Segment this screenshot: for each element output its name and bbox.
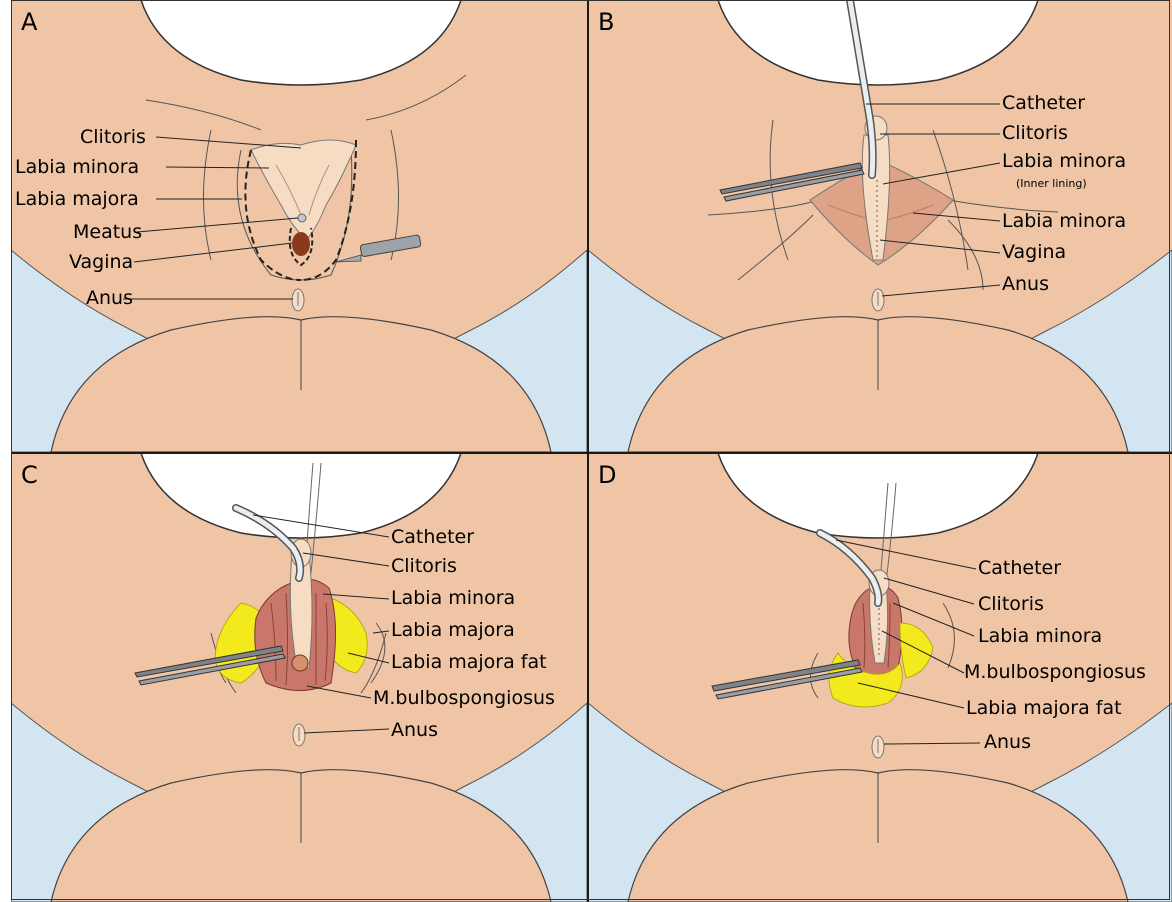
label-catheter: Catheter [391,528,474,547]
label-anus: Anus [391,721,438,740]
label-labia-minora-inner: Labia minora [1002,152,1126,171]
panel-divider-vertical [587,0,589,902]
panel-b-letter: B [598,10,614,34]
label-clitoris: Clitoris [1002,124,1068,143]
label-clitoris: Clitoris [80,128,146,147]
panel-divider-horizontal [11,452,1172,454]
panel-c-illustration [11,453,587,902]
panel-c: C Catheter Clitoris Labia minora Labia m… [11,453,587,902]
label-vagina: Vagina [69,253,133,272]
label-labia-majora-fat: Labia majora fat [391,653,547,672]
panel-c-letter: C [21,463,38,487]
label-anus: Anus [86,289,133,308]
scalpel-icon [336,235,421,262]
label-labia-minora: Labia minora [391,589,515,608]
label-labia-majora-fat: Labia majora fat [966,699,1122,718]
panel-b: B Catheter Clitoris Labia minora (Inner … [588,0,1172,452]
label-bulbospongiosus: M.bulbospongiosus [373,689,555,708]
label-labia-minora: Labia minora [15,158,139,177]
panel-d: D Catheter Clitoris Labia minora M.bulbo… [588,453,1172,902]
label-labia-majora: Labia majora [15,190,139,209]
label-bulbospongiosus: M.bulbospongiosus [964,663,1146,682]
panel-a-letter: A [21,10,37,34]
label-catheter: Catheter [978,559,1061,578]
label-meatus: Meatus [73,223,142,242]
label-labia-minora: Labia minora [1002,212,1126,231]
label-clitoris: Clitoris [391,557,457,576]
label-clitoris: Clitoris [978,595,1044,614]
label-catheter: Catheter [1002,94,1085,113]
label-labia-majora: Labia majora [391,621,515,640]
label-labia-minora: Labia minora [978,627,1102,646]
label-inner-lining: (Inner lining) [1016,178,1087,189]
label-anus: Anus [1002,275,1049,294]
panel-a: A Clitoris Labia minora Labia majora Mea… [11,0,587,452]
panel-d-letter: D [598,463,616,487]
label-anus: Anus [984,733,1031,752]
label-vagina: Vagina [1002,243,1066,262]
